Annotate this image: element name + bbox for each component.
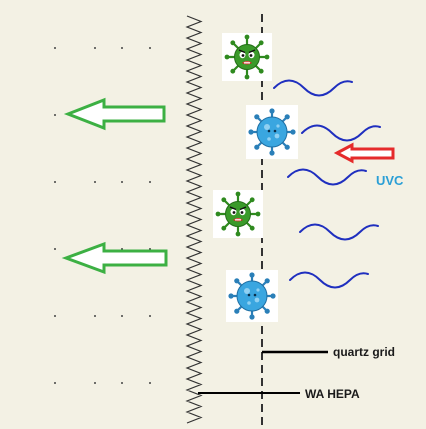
quartz-grid-label: quartz grid — [333, 345, 395, 359]
blue-virus-icon — [246, 105, 298, 159]
left-hollow-arrow-icon — [63, 97, 166, 131]
dot — [121, 181, 123, 183]
dot — [121, 315, 123, 317]
blue-virus-icon — [226, 270, 278, 322]
dot — [54, 114, 56, 116]
angry-green-virus-icon — [222, 33, 272, 81]
hepa-filter-zigzag — [185, 15, 203, 424]
dot — [54, 248, 56, 250]
dot — [149, 47, 151, 49]
wave-icon — [289, 271, 369, 289]
dot — [121, 47, 123, 49]
dot — [94, 315, 96, 317]
wave-icon — [299, 223, 379, 241]
wave-icon — [301, 124, 381, 142]
dot — [94, 47, 96, 49]
wa-hepa-label: WA HEPA — [305, 387, 360, 401]
dot — [94, 382, 96, 384]
dot — [149, 315, 151, 317]
dotted-pattern — [54, 47, 151, 384]
dot — [54, 315, 56, 317]
dot — [149, 181, 151, 183]
dot — [54, 382, 56, 384]
wave-icon — [287, 168, 367, 186]
uvc-label: UVC — [376, 173, 404, 188]
angry-green-virus-icon — [213, 190, 263, 238]
dot — [121, 382, 123, 384]
dot — [94, 181, 96, 183]
left-hollow-arrow-icon — [61, 241, 168, 275]
wave-icon — [273, 79, 353, 97]
dot — [54, 181, 56, 183]
dot — [149, 382, 151, 384]
left-hollow-arrow-icon — [333, 142, 395, 164]
dot — [54, 47, 56, 49]
